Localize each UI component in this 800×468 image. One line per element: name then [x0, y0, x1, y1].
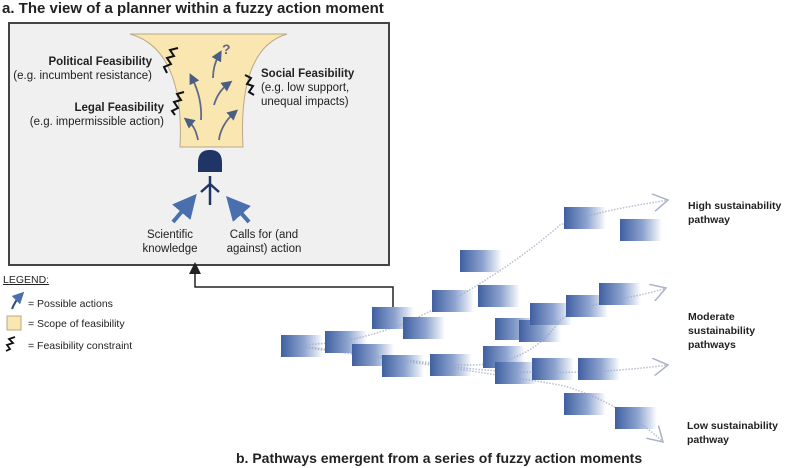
social-feasibility-label: Social Feasibility (e.g. low support, un…: [261, 67, 354, 109]
action-moment-box: [615, 407, 657, 429]
legend-icons: [5, 291, 25, 352]
low-line2: pathway: [687, 434, 730, 446]
social-example-1: (e.g. low support,: [261, 82, 350, 94]
high-line2: pathway: [688, 214, 731, 226]
action-moment-box: [530, 303, 572, 325]
panel-a-title: a. The view of a planner within a fuzzy …: [2, 0, 384, 17]
low-line1: Low sustainability: [687, 420, 779, 432]
social-title: Social Feasibility: [261, 68, 355, 80]
action-moment-box: [432, 290, 474, 312]
input-left-line1: Scientific: [146, 229, 194, 241]
planner-head: [198, 150, 222, 172]
action-moment-box: [564, 393, 606, 415]
action-moment-box: [495, 362, 537, 384]
legend-scope-of-feasibility: = Scope of feasibility: [28, 318, 125, 330]
input-right-line2: against) action: [226, 243, 302, 255]
action-moment-box: [430, 354, 472, 376]
feasibility-constraint-social: [244, 74, 255, 96]
action-moment-box: [478, 285, 520, 307]
input-left-line2: knowledge: [142, 243, 198, 255]
scientific-knowledge-arrow: [171, 193, 197, 224]
legend-feasibility-constraint: = Feasibility constraint: [28, 340, 133, 352]
low-pathway-label: Low sustainability pathway: [687, 419, 778, 447]
moderate-line3: pathways: [688, 339, 736, 351]
political-title: Political Feasibility: [48, 56, 152, 68]
question-mark: ?: [222, 41, 231, 57]
calls-for-action-arrow: [226, 196, 251, 224]
feasibility-constraint-legal: [170, 91, 185, 116]
social-example-2: unequal impacts): [261, 96, 349, 108]
action-moment-box: [281, 335, 323, 357]
action-moment-box: [532, 358, 574, 380]
legend-possible-actions: = Possible actions: [28, 298, 113, 310]
feasibility-constraint-political: [162, 47, 179, 74]
legend-heading: LEGEND:: [3, 274, 50, 286]
action-moment-box: [620, 219, 662, 241]
calls-for-action-label: Calls for (and against) action: [224, 228, 304, 256]
action-moment-box: [599, 283, 641, 305]
political-example: (e.g. incumbent resistance): [13, 70, 152, 82]
high-line1: High sustainability: [688, 200, 782, 212]
legal-feasibility-label: Legal Feasibility (e.g. impermissible ac…: [10, 101, 164, 129]
pathway-curves: [284, 200, 668, 442]
action-moment-box: [566, 295, 608, 317]
political-feasibility-label: Political Feasibility (e.g. incumbent re…: [10, 55, 152, 83]
moderate-line2: sustainability: [688, 325, 756, 337]
planner-body: [200, 176, 220, 205]
legal-example: (e.g. impermissible action): [29, 116, 164, 128]
moderate-line1: Moderate: [688, 311, 735, 323]
panel-b-title: b. Pathways emergent from a series of fu…: [236, 450, 643, 466]
connector-line: [189, 262, 394, 307]
scientific-knowledge-label: Scientific knowledge: [140, 228, 200, 256]
action-moment-box: [382, 355, 424, 377]
moderate-pathways-label: Moderate sustainability pathways: [688, 310, 755, 352]
high-pathway-label: High sustainability pathway: [688, 199, 781, 227]
action-moment-box: [403, 317, 445, 339]
action-moment-box: [460, 250, 502, 272]
action-moment-box: [519, 320, 561, 342]
possible-action-arrows: [183, 50, 239, 141]
action-moment-box: [578, 358, 620, 380]
action-moment-box: [564, 207, 606, 229]
legal-title: Legal Feasibility: [74, 102, 164, 114]
input-right-line1: Calls for (and: [229, 229, 299, 241]
